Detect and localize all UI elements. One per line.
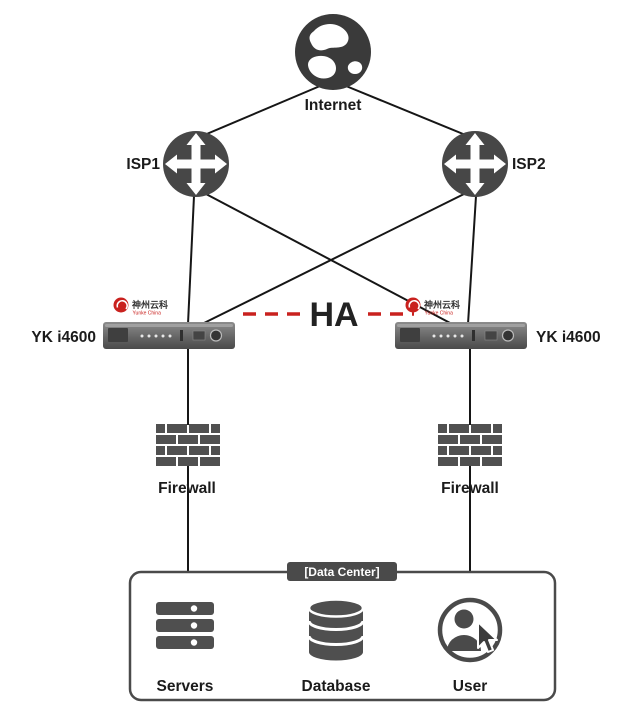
isp1-node: ISP1 — [126, 131, 229, 197]
database-label: Database — [302, 678, 371, 695]
device-left-node: YK i4600 — [31, 296, 236, 350]
user-label: User — [453, 678, 487, 695]
internet-node: Internet — [295, 14, 371, 114]
device-right-node: YK i4600 — [394, 296, 601, 350]
device-right-label: YK i4600 — [536, 329, 601, 346]
firewall-right-node: Firewall — [438, 424, 502, 497]
servers-node: Servers — [156, 602, 214, 695]
database-icon — [307, 598, 365, 661]
internet-label: Internet — [305, 97, 362, 114]
isp1-label: ISP1 — [126, 156, 160, 173]
isp2-label: ISP2 — [512, 156, 546, 173]
ha-link: HA — [243, 296, 414, 334]
cursor-icon — [477, 621, 498, 653]
database-node: Database — [302, 598, 371, 695]
device-left-label: YK i4600 — [31, 329, 96, 346]
link-internet-isp2 — [345, 85, 469, 137]
appliance-icon — [102, 321, 236, 350]
link-isp2-device-right — [467, 195, 477, 325]
links — [187, 85, 477, 573]
datacenter-label: [Data Center] — [304, 565, 379, 579]
user-icon — [437, 597, 503, 663]
datacenter-group: [Data Center] Servers Database — [128, 562, 557, 702]
servers-icon — [156, 602, 214, 649]
link-isp1-device-left — [187, 195, 195, 325]
router-icon — [442, 131, 508, 197]
datacenter-badge — [287, 562, 397, 581]
user-node: User — [437, 597, 503, 695]
firewall-right-label: Firewall — [441, 480, 499, 497]
isp2-node: ISP2 — [442, 131, 546, 197]
servers-label: Servers — [157, 678, 214, 695]
firewall-left-node: Firewall — [156, 424, 220, 497]
appliance-icon — [394, 321, 528, 350]
brand-logo-left — [112, 296, 169, 318]
firewall-icon — [438, 424, 502, 466]
router-icon — [163, 131, 229, 197]
ha-label: HA — [309, 296, 358, 334]
firewall-left-label: Firewall — [158, 480, 216, 497]
link-internet-isp1 — [201, 85, 321, 137]
link-isp2-device-left — [201, 193, 465, 325]
firewall-icon — [156, 424, 220, 466]
